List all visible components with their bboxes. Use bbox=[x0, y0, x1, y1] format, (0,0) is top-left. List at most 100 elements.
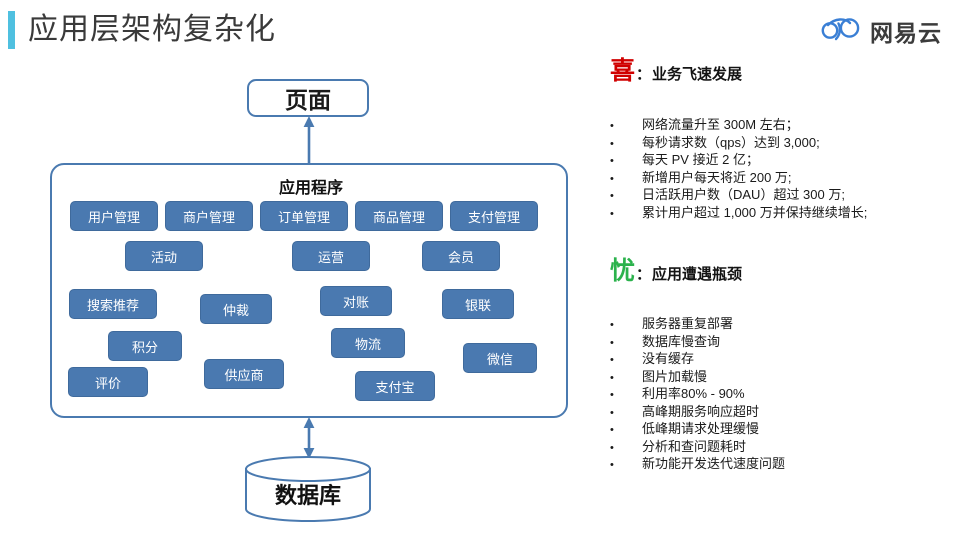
page-header: 应用层架构复杂化 网易云 bbox=[0, 0, 960, 60]
bullet-item-label: 服务器重复部署 bbox=[642, 316, 734, 331]
service-box-label: 运营 bbox=[317, 249, 344, 265]
service-box: 积分 bbox=[108, 331, 182, 361]
node-page: 页面 bbox=[247, 79, 369, 117]
bullet-dot-icon: • bbox=[610, 441, 614, 454]
service-box: 订单管理 bbox=[260, 201, 348, 231]
service-box-label: 微信 bbox=[486, 351, 513, 367]
application-title: 应用程序 bbox=[278, 180, 343, 197]
service-box: 供应商 bbox=[204, 359, 284, 389]
bullet-item-label: 日活跃用户数（DAU）超过 300 万; bbox=[642, 187, 845, 202]
bullet-item-label: 新增用户每天将近 200 万; bbox=[642, 169, 792, 185]
architecture-diagram: 页面 应用程序 用户管理 商户管理 订单管理 商品管理 支付管理活动 运营 会员搜索推荐 仲裁… bbox=[0, 60, 600, 540]
bullet-item-label: 高峰期服务响应超时 bbox=[642, 403, 760, 419]
service-box: 银联 bbox=[442, 289, 514, 319]
bullet-item: • 数据库慢查询 bbox=[610, 333, 960, 351]
bullet-dot-icon: • bbox=[610, 336, 614, 349]
service-box-label: 用户管理 bbox=[87, 209, 140, 225]
application-container: 应用程序 用户管理 商户管理 订单管理 商品管理 支付管理活动 运营 会员搜索推荐 仲裁 对账 银… bbox=[50, 163, 568, 418]
bullet-dot-icon: • bbox=[610, 137, 614, 150]
service-box: 对账 bbox=[320, 286, 392, 316]
service-box-label: 银联 bbox=[464, 297, 491, 313]
service-box-label: 搜索推荐 bbox=[86, 297, 139, 313]
service-box: 用户管理 bbox=[70, 201, 158, 231]
service-box: 微信 bbox=[463, 343, 537, 373]
service-box-label: 订单管理 bbox=[277, 209, 330, 225]
node-page-label: 页面 bbox=[285, 87, 331, 113]
service-box: 活动 bbox=[125, 241, 203, 271]
bullet-item: • 没有缓存 bbox=[610, 350, 960, 368]
service-box: 运营 bbox=[292, 241, 370, 271]
bullet-item-label: 累计用户超过 1,000 万并保持继续增长; bbox=[642, 204, 868, 220]
service-box: 物流 bbox=[331, 328, 405, 358]
title-accent-bar bbox=[8, 11, 15, 49]
service-box-label: 会员 bbox=[447, 249, 474, 265]
section-symbol-bad: 忧 bbox=[610, 257, 636, 285]
bullet-list-bad: •服务器重复部署•数据库慢查询•没有缓存•图片加载慢•利用率80% - 90%•… bbox=[610, 315, 960, 473]
service-box: 评价 bbox=[68, 367, 148, 397]
service-box: 会员 bbox=[422, 241, 500, 271]
service-box: 支付宝 bbox=[355, 371, 435, 401]
bullet-dot-icon: • bbox=[610, 459, 614, 471]
section-subtitle-good: 业务飞速发展 bbox=[652, 66, 743, 83]
bullet-item-label: 没有缓存 bbox=[642, 351, 695, 366]
bullet-dot-icon: • bbox=[610, 354, 614, 366]
brand-logo: 网易云 bbox=[819, 14, 942, 48]
service-box-label: 支付宝 bbox=[375, 379, 415, 395]
service-box: 仲裁 bbox=[200, 294, 272, 324]
section-separator-good: ： bbox=[636, 66, 652, 83]
bullet-dot-icon: • bbox=[610, 371, 614, 384]
service-box-label: 对账 bbox=[342, 294, 369, 310]
bullet-dot-icon: • bbox=[610, 389, 614, 401]
database-cylinder-icon bbox=[245, 456, 371, 522]
section-header-good: 喜 ： 业务飞速发展 bbox=[610, 58, 742, 88]
service-box-label: 支付管理 bbox=[467, 209, 520, 225]
service-box: 商户管理 bbox=[165, 201, 253, 231]
bullet-item: • 网络流量升至 300M 左右； bbox=[610, 116, 960, 134]
section-symbol-good: 喜 bbox=[610, 57, 636, 85]
bullet-dot-icon: • bbox=[610, 155, 614, 167]
arrow-app-db-bidirectional bbox=[303, 417, 315, 459]
bullet-item-label: 每天 PV 接近 2 亿； bbox=[642, 152, 760, 167]
bullet-dot-icon: • bbox=[610, 172, 614, 185]
service-box: 支付管理 bbox=[450, 201, 538, 231]
netease-cloud-icon bbox=[819, 15, 861, 48]
bullet-item: • 服务器重复部署 bbox=[610, 315, 960, 333]
bullet-item-label: 利用率80% - 90% bbox=[642, 386, 745, 401]
section-subtitle-bad: 应用遭遇瓶颈 bbox=[652, 266, 743, 283]
bullet-dot-icon: • bbox=[610, 190, 614, 202]
bullet-dot-icon: • bbox=[610, 207, 614, 220]
bullet-item: • 新增用户每天将近 200 万; bbox=[610, 169, 960, 187]
bullet-dot-icon: • bbox=[610, 406, 614, 419]
service-box: 商品管理 bbox=[355, 201, 443, 231]
node-database: 数据库 bbox=[244, 456, 372, 522]
service-box-label: 物流 bbox=[354, 336, 381, 352]
bullet-item: •分析和查问题耗时 bbox=[610, 438, 960, 456]
section-header-bad: 忧 ： 应用遭遇瓶颈 bbox=[610, 258, 742, 288]
section-separator-bad: ： bbox=[636, 266, 652, 283]
page-title: 应用层架构复杂化 bbox=[28, 13, 276, 46]
service-box-label: 商户管理 bbox=[182, 209, 235, 225]
service-box-label: 评价 bbox=[94, 375, 121, 391]
service-box: 搜索推荐 bbox=[69, 289, 157, 319]
bullet-item: • 日活跃用户数（DAU）超过 300 万; bbox=[610, 186, 960, 204]
bullet-dot-icon: • bbox=[610, 120, 614, 132]
bullet-item-label: 数据库慢查询 bbox=[642, 333, 721, 349]
bullet-item-label: 低峰期请求处理缓慢 bbox=[642, 421, 760, 436]
service-box-label: 供应商 bbox=[224, 367, 264, 383]
right-info-panel: 喜 ： 业务飞速发展 • 网络流量升至 300M 左右； • 每秒请求数（qps）达到… bbox=[600, 0, 960, 540]
bullet-item-label: 每秒请求数（qps）达到 3,000; bbox=[642, 134, 820, 150]
brand-logo-text: 网易云 bbox=[870, 20, 942, 46]
bullet-dot-icon: • bbox=[610, 319, 614, 331]
service-box-label: 商品管理 bbox=[372, 209, 425, 225]
bullet-item: • 高峰期服务响应超时 bbox=[610, 403, 960, 421]
service-box-label: 活动 bbox=[150, 249, 177, 265]
bullet-item-label: 网络流量升至 300M 左右； bbox=[642, 117, 799, 132]
service-box-label: 仲裁 bbox=[222, 302, 249, 318]
bullet-item: • 利用率80% - 90% bbox=[610, 385, 960, 403]
bullet-dot-icon: • bbox=[610, 424, 614, 436]
bullet-item: • 累计用户超过 1,000 万并保持继续增长; bbox=[610, 204, 960, 222]
bullet-item: • 低峰期请求处理缓慢 bbox=[610, 420, 960, 438]
arrow-app-to-page bbox=[303, 116, 315, 163]
bullet-list-good: • 网络流量升至 300M 左右； • 每秒请求数（qps）达到 3,000; • 每天 … bbox=[610, 116, 960, 221]
bullet-item-label: 新功能开发迭代速度问题 bbox=[642, 456, 786, 471]
